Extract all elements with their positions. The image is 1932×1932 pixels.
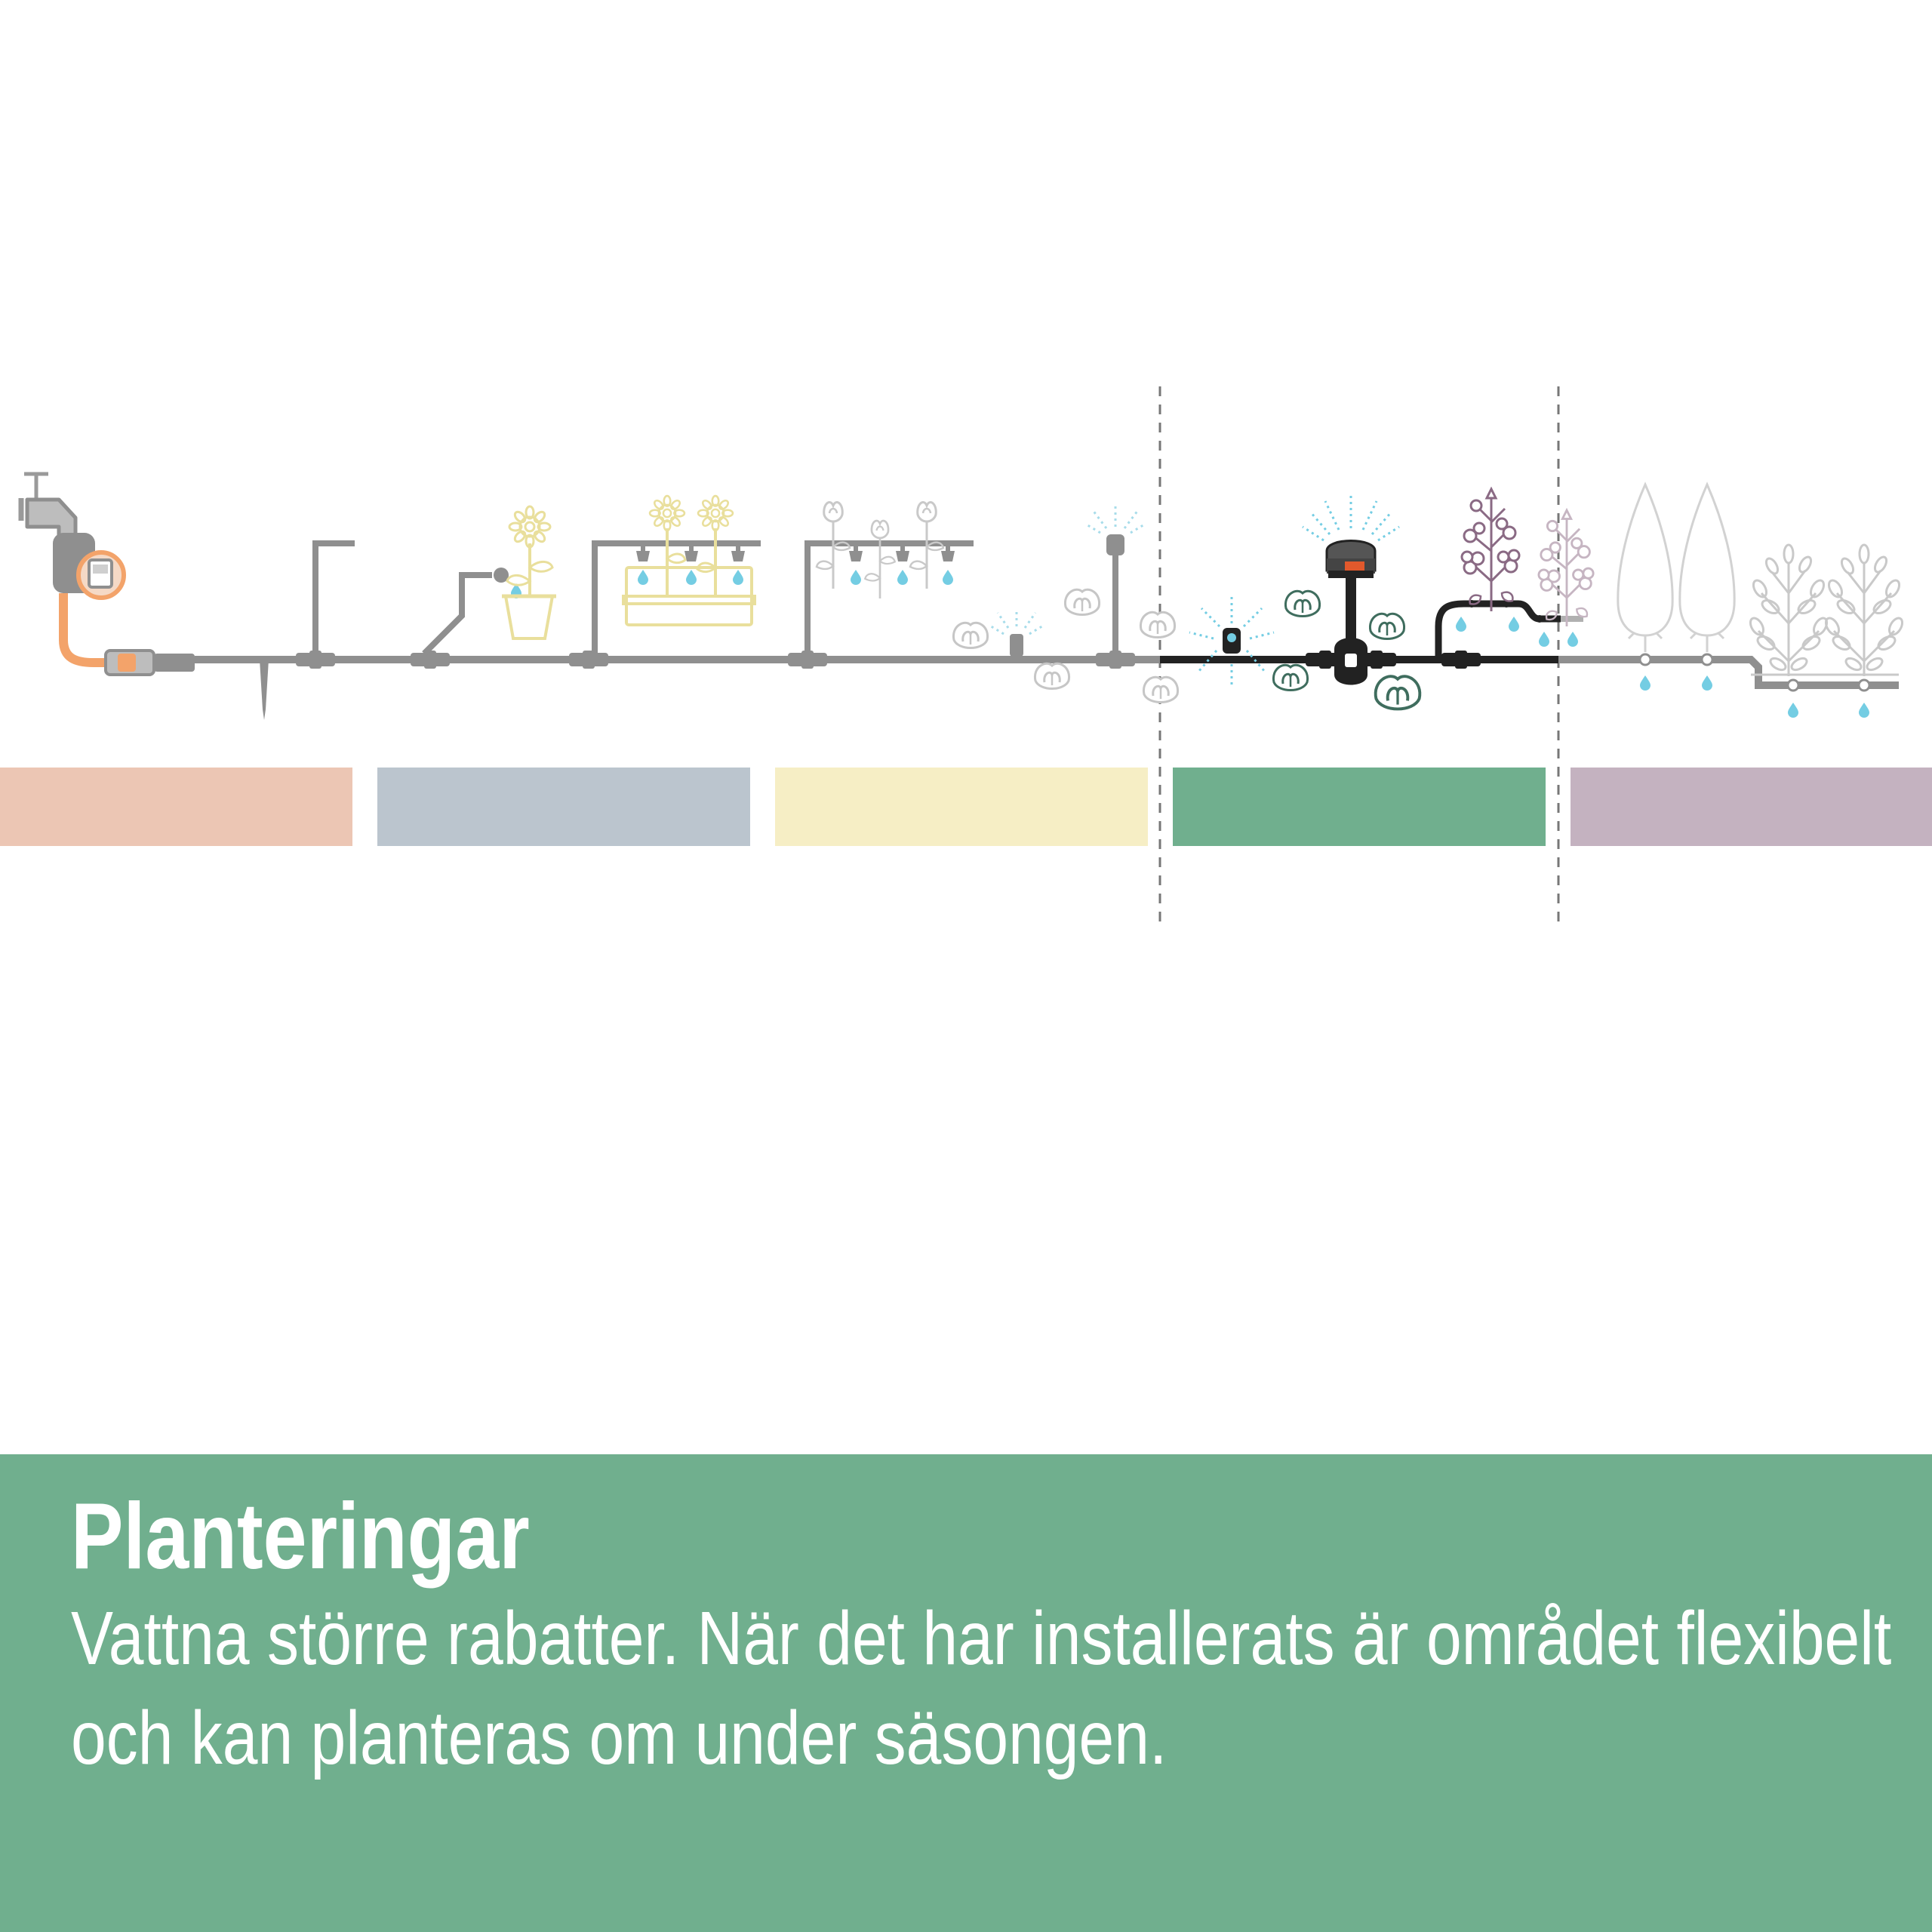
faucet-icon	[18, 472, 78, 540]
riser-pipe	[312, 540, 355, 660]
zone-bar-boxes	[775, 768, 1148, 846]
drip-points-shrubs	[1751, 673, 1899, 718]
micro-sprinkler-inactive-icon	[988, 608, 1045, 657]
micro-sprinkler-icon	[1189, 596, 1275, 688]
zone-bar-beds	[1173, 768, 1546, 846]
sunflower-pot-icon	[422, 505, 556, 656]
shrub-icon	[1746, 543, 1906, 678]
cypress-tree-icon	[1617, 483, 1736, 654]
rose-icon	[804, 501, 974, 660]
zone-bar-pots	[377, 768, 750, 846]
main-pipe-inactive-right	[1558, 656, 1899, 689]
riser-sprinkler-inactive-icon	[1084, 504, 1146, 660]
info-panel: Planteringar Vattna större rabatter. När…	[0, 1454, 1932, 1932]
water-timer-icon	[53, 533, 195, 676]
pop-up-sprinkler-icon	[1302, 495, 1400, 685]
section-description: Vattna större rabatter. När det har inst…	[71, 1596, 1892, 1780]
zone-bar-source	[0, 768, 352, 846]
ground-stake-icon	[260, 660, 269, 720]
irrigation-diagram	[18, 386, 1906, 928]
cabbage-icon	[952, 588, 1180, 703]
flower-box-icon	[592, 494, 761, 660]
drip-points-trees	[1638, 653, 1714, 691]
section-title: Planteringar	[71, 1484, 530, 1589]
zone-bar-rows	[1571, 768, 1932, 846]
